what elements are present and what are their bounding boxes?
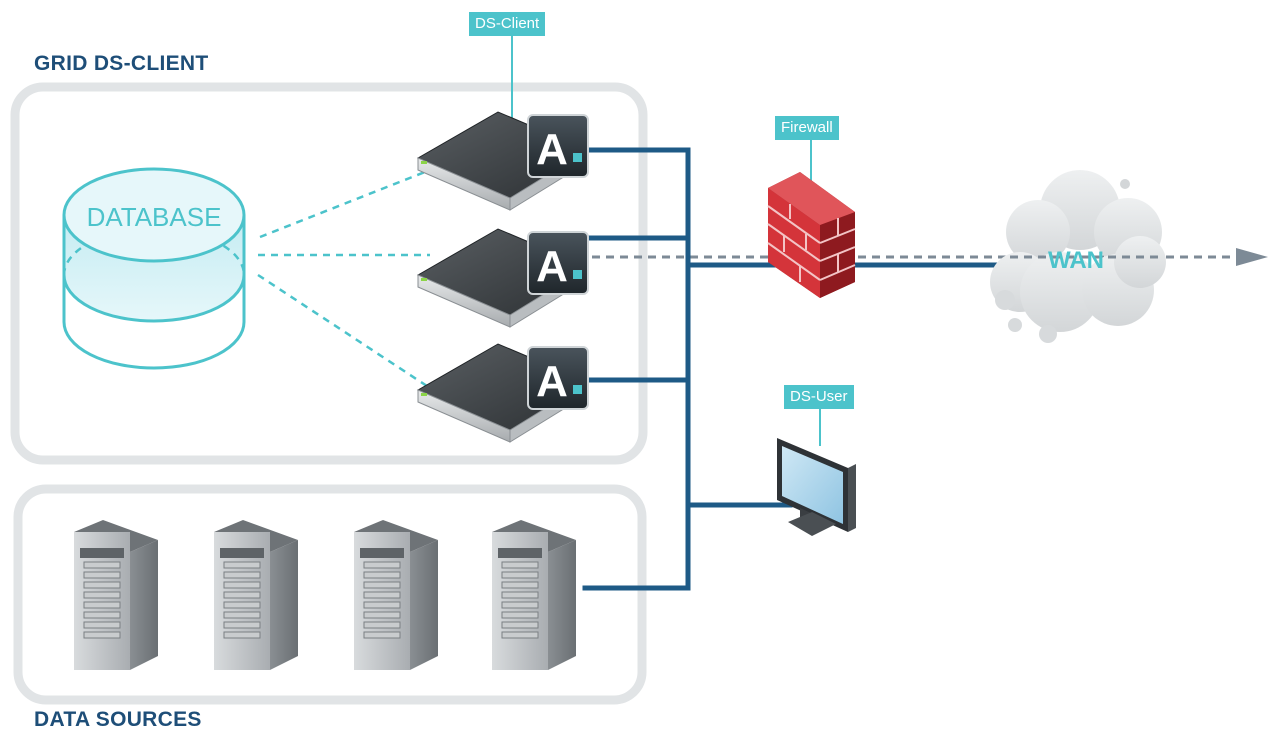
grid-ds-client-title: GRID DS-CLIENT <box>34 52 209 75</box>
rack-server-icon <box>214 520 298 670</box>
svg-text:A: A <box>536 357 568 406</box>
appliance-badge-2: A <box>527 231 589 295</box>
monitor-icon <box>777 438 856 536</box>
cloud-icon <box>990 170 1166 343</box>
rack-server-icon <box>74 520 158 670</box>
database-links <box>257 168 431 390</box>
firewall-tag: Firewall <box>775 116 839 140</box>
wan-label: WAN <box>1048 247 1104 274</box>
ds-client-tag: DS-Client <box>469 12 546 36</box>
database-icon <box>62 167 246 370</box>
rack-server-icon <box>354 520 438 670</box>
data-sources-group <box>13 484 647 705</box>
grid-ds-client-group <box>10 82 648 465</box>
data-sources-title: DATA SOURCES <box>34 708 202 731</box>
database-label: DATABASE <box>87 202 222 232</box>
firewall-icon <box>767 172 856 298</box>
svg-text:A: A <box>536 125 568 174</box>
rack-server-icon <box>492 520 576 670</box>
appliance-badge-1: A <box>527 114 589 178</box>
svg-text:A: A <box>536 242 568 291</box>
appliance-badge-3: A <box>527 346 589 410</box>
ds-user-tag: DS-User <box>784 385 854 409</box>
